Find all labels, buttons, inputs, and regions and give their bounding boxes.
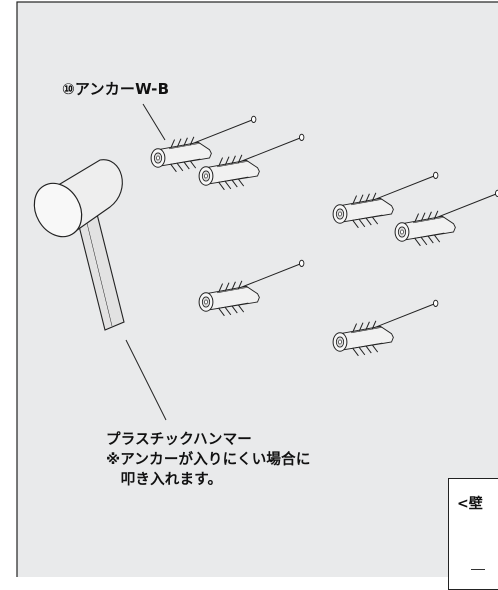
inset-divider	[471, 569, 485, 570]
anchor-label: ⑩アンカーW-B	[62, 80, 170, 98]
plastic-hammer-icon	[33, 159, 125, 331]
illustration-frame: ⑩アンカーW-B プラスチックハンマー ※アンカーが入りにくい場合に 叩き入れま…	[16, 1, 498, 590]
hammer-leader-line	[125, 339, 167, 421]
anchor-leader-line	[142, 103, 166, 141]
instruction-illustration	[16, 1, 498, 577]
wall-inset-box: <壁	[448, 478, 498, 590]
hammer-label-line-1: プラスチックハンマー	[106, 432, 252, 448]
hammer-label-line-3: 叩き入れます。	[106, 472, 223, 488]
hammer-label-line-2: ※アンカーが入りにくい場合に	[106, 452, 311, 468]
hammer-label: プラスチックハンマー ※アンカーが入りにくい場合に 叩き入れます。	[106, 430, 311, 490]
inset-title: <壁	[457, 496, 483, 512]
